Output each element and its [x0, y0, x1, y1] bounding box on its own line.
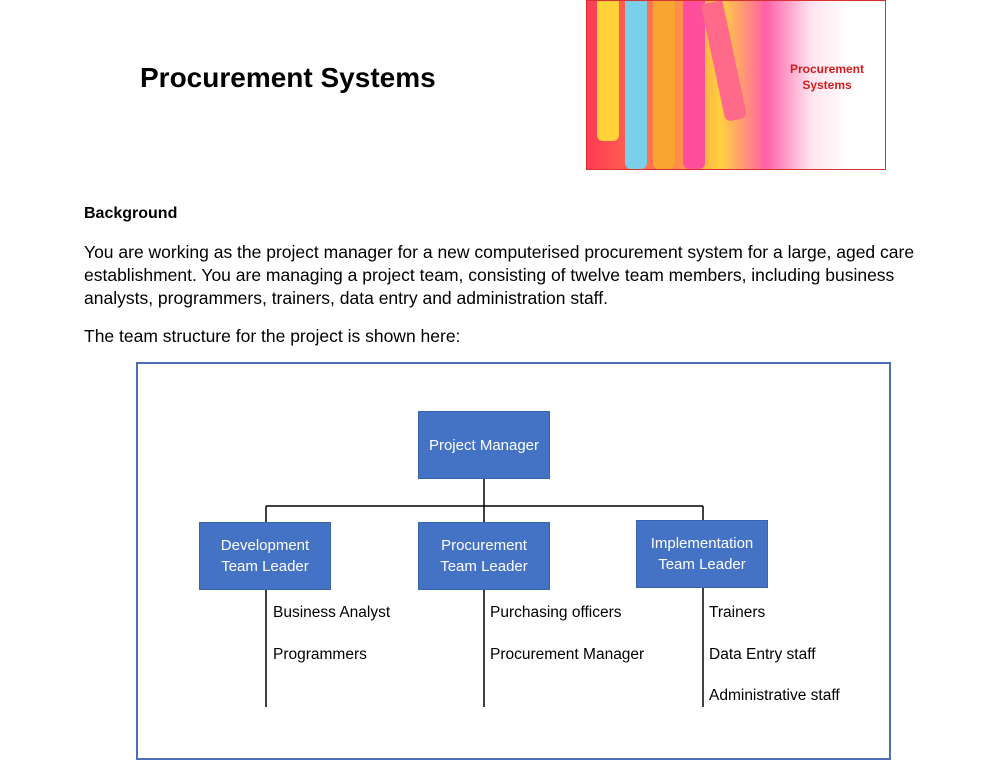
box-label: Project Manager: [428, 436, 540, 454]
implementation-team-leader-box: Implementation Team Leader: [636, 520, 768, 588]
project-manager-box: Project Manager: [418, 411, 550, 479]
team-member: Programmers: [273, 646, 367, 663]
org-chart: Project Manager Development Team Leader …: [136, 362, 891, 760]
team-member: Business Analyst: [273, 604, 391, 621]
team-structure-intro: The team structure for the project is sh…: [84, 326, 461, 346]
hero-caption: Procurement Systems: [777, 61, 877, 93]
development-team-leader-box: Development Team Leader: [199, 522, 331, 590]
box-label: Team Leader: [221, 558, 309, 575]
hero-caption-line: Procurement: [789, 62, 865, 76]
team-member: Procurement Manager: [490, 646, 645, 663]
box-label: Development: [220, 537, 310, 554]
cable-decoration: [597, 1, 619, 141]
section-heading-background: Background: [84, 205, 178, 222]
box-label: Team Leader: [440, 558, 528, 575]
team-member: Purchasing officers: [490, 604, 622, 621]
box-label: Implementation: [650, 535, 754, 552]
team-member: Data Entry staff: [709, 646, 816, 663]
page-title: Procurement Systems: [140, 62, 436, 93]
hero-image-network-cables: Procurement Systems: [586, 0, 886, 170]
cable-decoration: [625, 1, 647, 169]
hero-caption-line: Systems: [802, 78, 852, 92]
cable-decoration: [700, 1, 748, 122]
box-label: Team Leader: [658, 556, 746, 573]
org-chart-connectors: [265, 479, 704, 707]
team-member: Trainers: [709, 604, 766, 621]
box-label: Procurement: [441, 537, 527, 554]
background-paragraph: You are working as the project manager f…: [84, 242, 915, 308]
cable-decoration: [683, 1, 705, 169]
cable-decoration: [653, 1, 675, 169]
procurement-team-leader-box: Procurement Team Leader: [418, 522, 550, 590]
team-member: Administrative staff: [709, 687, 840, 704]
